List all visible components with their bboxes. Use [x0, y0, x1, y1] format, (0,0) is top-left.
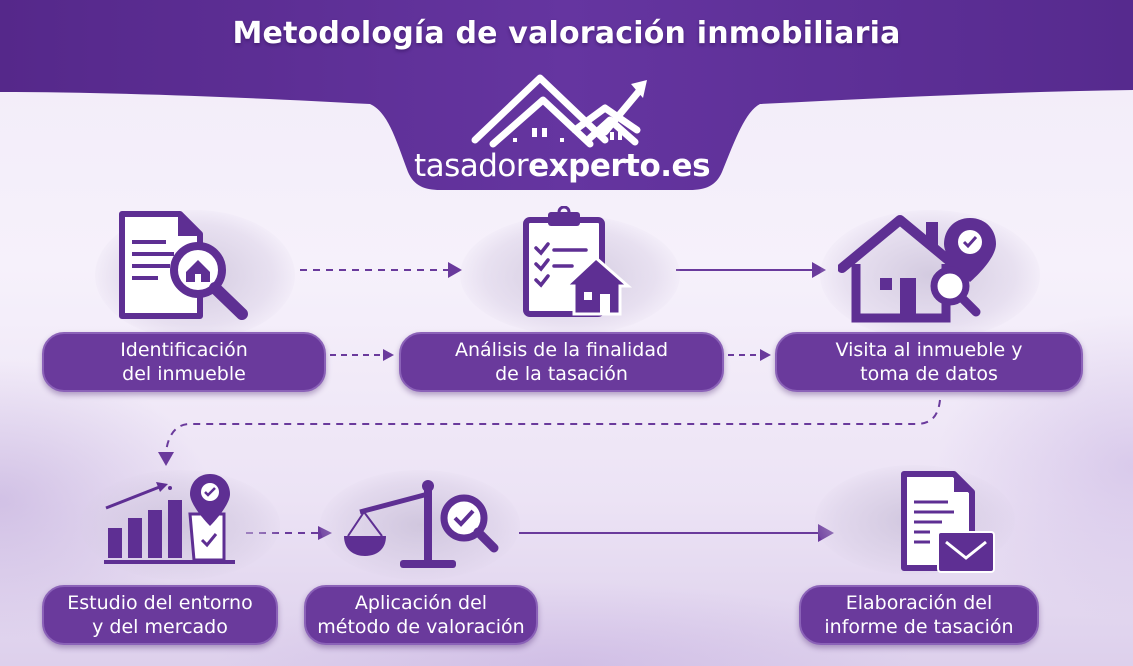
step-2-line2: de la tasación [495, 363, 628, 385]
logo-text-light: tasador [413, 148, 529, 184]
page-title: Metodología de valoración inmobiliaria [232, 16, 901, 51]
bar-chart-location-icon [104, 474, 235, 564]
header-band [0, 0, 1133, 190]
step-6-line1: Elaboración del [845, 592, 993, 614]
clipboard-checklist-house-icon [523, 206, 632, 317]
step-2-pill: Análisis de la finalidad de la tasación [399, 332, 724, 392]
step-1-line1: Identificación [120, 339, 248, 361]
step-3-pill: Visita al inmueble y toma de datos [775, 332, 1083, 392]
houses-rising-arrow-icon [471, 74, 647, 148]
step-1-pill: Identificación del inmueble [42, 332, 326, 392]
step-4-line2: y del mercado [92, 616, 228, 638]
step-4-line1: Estudio del entorno [67, 592, 253, 614]
step-1-line2: del inmueble [122, 363, 246, 385]
step-4-pill: Estudio del entorno y del mercado [42, 585, 278, 645]
step-3-line2: toma de datos [860, 363, 998, 385]
document-envelope-icon [901, 471, 995, 573]
logo-text: tasadorexperto.es [412, 148, 712, 184]
logo-text-bold: experto.es [528, 148, 711, 184]
step-5-line2: método de valoración [317, 616, 525, 638]
step-5-pill: Aplicación del método de valoración [304, 585, 538, 645]
scale-search-check-icon [344, 480, 499, 568]
house-location-search-icon [838, 215, 996, 323]
step-5-line1: Aplicación del [354, 592, 488, 614]
step-3-line1: Visita al inmueble y [835, 339, 1023, 361]
step-6-line2: informe de tasación [824, 616, 1014, 638]
step-6-pill: Elaboración del informe de tasación [799, 585, 1039, 645]
step-2-line1: Análisis de la finalidad [454, 339, 669, 361]
document-house-search-icon [119, 211, 248, 320]
